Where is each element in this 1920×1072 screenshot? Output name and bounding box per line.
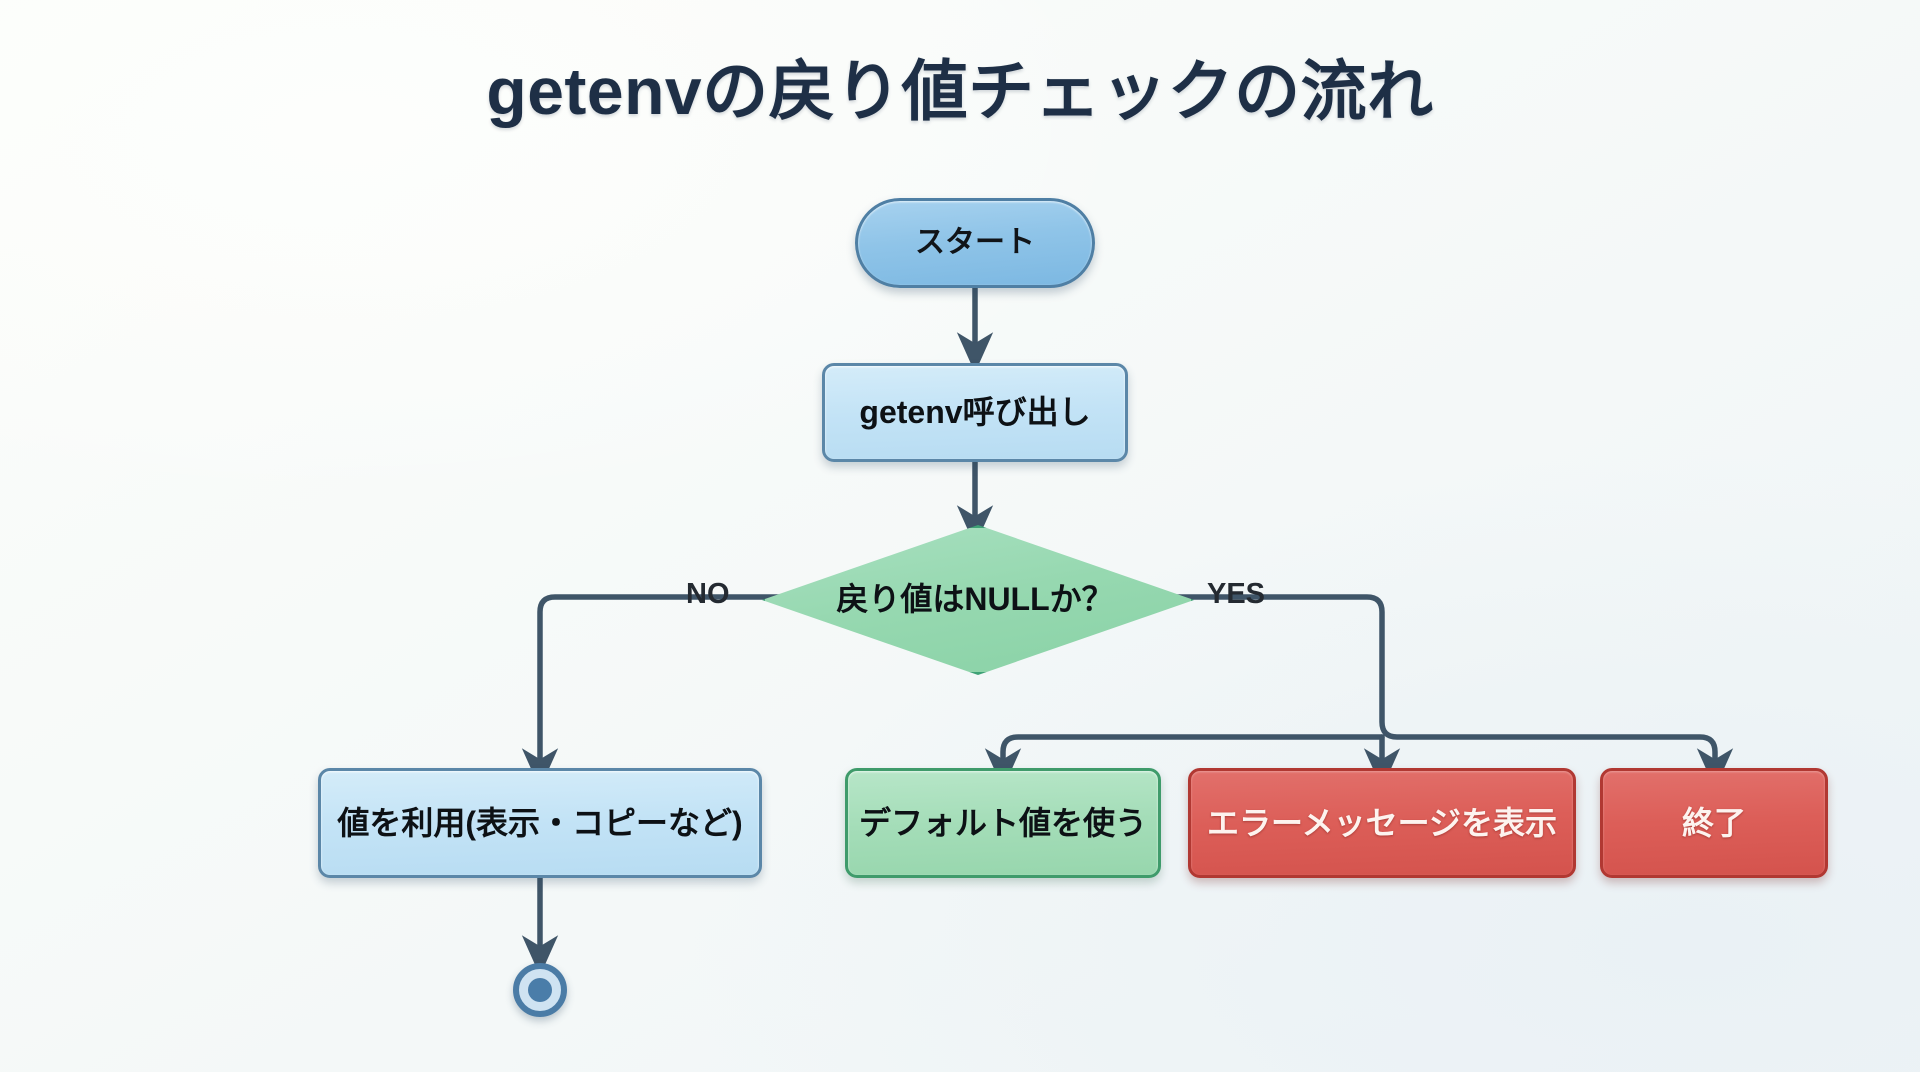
edge-yes-to-bus [1165,594,1734,789]
end-circle-inner-dot [528,978,552,1002]
page-title: getenvの戻り値チェックの流れ [486,54,1434,128]
node-terminate[interactable]: 終了 [1600,768,1828,878]
node-getenv-call[interactable]: getenv呼び出し [822,363,1128,462]
node-default-value[interactable]: デフォルト値を使う [845,768,1161,878]
edge-label-no: NO [686,578,730,610]
node-use-value[interactable]: 値を利用(表示・コピーなど) [318,768,762,878]
node-default-value-label: デフォルト値を使う [858,804,1147,841]
node-start[interactable]: スタート [855,198,1095,288]
node-getenv-call-label: getenv呼び出し [859,394,1091,431]
edge-bus-to-default [984,734,1385,789]
node-end-circle[interactable] [513,963,567,1017]
edge-no-to-use-value [521,594,785,789]
node-decision-label: 戻り値はNULLか？ [836,581,1114,617]
node-decision-is-null[interactable]: 戻り値はNULLか？ [762,525,1194,675]
node-use-value-label: 値を利用(表示・コピーなど) [337,804,743,841]
node-terminate-label: 終了 [1681,804,1746,841]
node-start-label: スタート [915,225,1035,259]
node-show-error[interactable]: エラーメッセージを表示 [1188,768,1576,878]
node-show-error-label: エラーメッセージを表示 [1206,804,1558,841]
edge-label-yes: YES [1207,578,1266,610]
